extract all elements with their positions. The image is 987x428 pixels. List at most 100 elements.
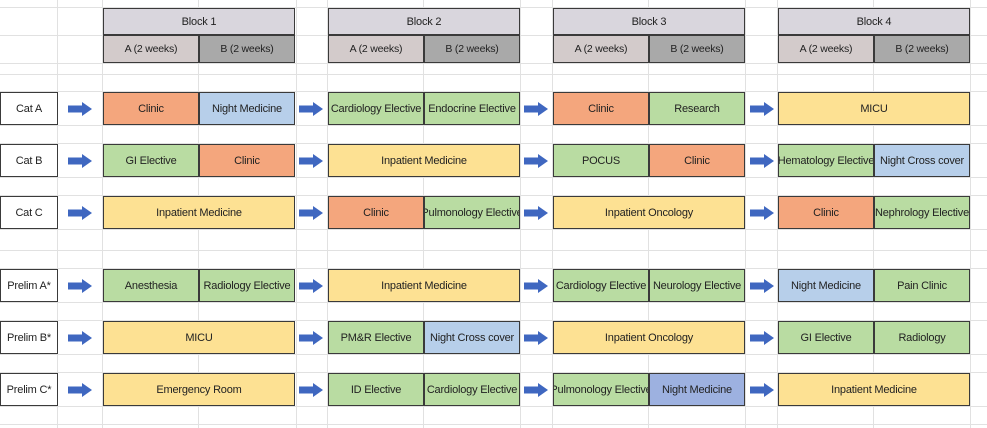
- arrow-right-icon: [750, 383, 774, 397]
- arrow-right-icon: [68, 102, 92, 116]
- rotation-cat-a-block-1-b[interactable]: Night Medicine: [199, 92, 295, 125]
- block-header-2-text: Block 2: [406, 15, 442, 28]
- row-label-prelim-c[interactable]: Prelim C*: [0, 373, 58, 406]
- rotation-cat-b-block-3-b[interactable]: Clinic: [649, 144, 745, 177]
- rotation-prelim-b-block-4-a[interactable]: GI Elective: [778, 321, 874, 354]
- gridline-horizontal: [0, 63, 987, 64]
- rotation-prelim-a-block-3-b-text: Neurology Elective: [652, 279, 742, 292]
- rotation-prelim-a-block-4-a[interactable]: Night Medicine: [778, 269, 874, 302]
- arrow-right-icon: [299, 154, 323, 168]
- arrow-right-icon: [524, 154, 548, 168]
- arrow-right-icon: [299, 383, 323, 397]
- rotation-prelim-c-block-3-a[interactable]: Pulmonology Elective: [553, 373, 649, 406]
- rotation-cat-c-block-3[interactable]: Inpatient Oncology: [553, 196, 745, 229]
- rotation-cat-b-block-1-a[interactable]: GI Elective: [103, 144, 199, 177]
- rotation-prelim-b-block-2-a[interactable]: PM&R Elective: [328, 321, 424, 354]
- rotation-cat-a-block-3-b[interactable]: Research: [649, 92, 745, 125]
- rotation-cat-a-block-1-a-text: Clinic: [138, 102, 164, 115]
- rotation-cat-b-block-3-a-text: POCUS: [581, 154, 621, 167]
- block-header-3[interactable]: Block 3: [553, 8, 745, 35]
- rotation-prelim-c-block-2-b-text: Cardiology Elective: [426, 383, 518, 396]
- rotation-cat-b-block-1-b-text: Clinic: [234, 154, 260, 167]
- rotation-prelim-a-block-3-a[interactable]: Cardiology Elective: [553, 269, 649, 302]
- block-2-sub-a-text: A (2 weeks): [349, 43, 403, 55]
- rotation-cat-a-block-1-a[interactable]: Clinic: [103, 92, 199, 125]
- gridline-horizontal: [0, 177, 987, 178]
- block-header-1[interactable]: Block 1: [103, 8, 295, 35]
- row-label-prelim-c-text: Prelim C*: [6, 383, 52, 396]
- block-1-sub-b[interactable]: B (2 weeks): [199, 35, 295, 63]
- gridline-vertical: [970, 0, 971, 428]
- rotation-cat-c-block-2-b[interactable]: Pulmonology Elective: [424, 196, 520, 229]
- rotation-prelim-b-block-2-a-text: PM&R Elective: [340, 331, 412, 344]
- block-2-sub-b[interactable]: B (2 weeks): [424, 35, 520, 63]
- row-label-prelim-b[interactable]: Prelim B*: [0, 321, 58, 354]
- rotation-prelim-b-block-3-text: Inpatient Oncology: [604, 331, 694, 344]
- gridline-vertical: [552, 0, 553, 428]
- rotation-cat-b-block-4-b[interactable]: Night Cross cover: [874, 144, 970, 177]
- rotation-prelim-a-block-3-b[interactable]: Neurology Elective: [649, 269, 745, 302]
- rotation-prelim-a-block-4-b-text: Pain Clinic: [897, 279, 947, 292]
- rotation-prelim-a-block-1-b[interactable]: Radiology Elective: [199, 269, 295, 302]
- gridline-vertical: [777, 0, 778, 428]
- gridline-horizontal: [0, 424, 987, 425]
- row-label-prelim-a[interactable]: Prelim A*: [0, 269, 58, 302]
- rotation-prelim-c-block-2-b[interactable]: Cardiology Elective: [424, 373, 520, 406]
- rotation-prelim-b-block-2-b[interactable]: Night Cross cover: [424, 321, 520, 354]
- rotation-cat-b-block-2[interactable]: Inpatient Medicine: [328, 144, 520, 177]
- rotation-prelim-c-block-3-a-text: Pulmonology Elective: [553, 383, 649, 396]
- arrow-right-icon: [750, 331, 774, 345]
- arrow-right-icon: [299, 102, 323, 116]
- block-3-sub-b-text: B (2 weeks): [670, 43, 724, 55]
- rotation-prelim-b-block-4-b[interactable]: Radiology: [874, 321, 970, 354]
- block-header-4-text: Block 4: [856, 15, 892, 28]
- block-1-sub-a[interactable]: A (2 weeks): [103, 35, 199, 63]
- rotation-cat-a-block-4-text: MICU: [860, 102, 888, 115]
- rotation-prelim-c-block-1[interactable]: Emergency Room: [103, 373, 295, 406]
- rotation-prelim-c-block-3-b-text: Night Medicine: [662, 383, 732, 396]
- block-3-sub-a[interactable]: A (2 weeks): [553, 35, 649, 63]
- block-3-sub-b[interactable]: B (2 weeks): [649, 35, 745, 63]
- rotation-cat-a-block-3-a[interactable]: Clinic: [553, 92, 649, 125]
- row-label-cat-c-text: Cat C: [15, 206, 43, 219]
- gridline-horizontal: [0, 268, 987, 269]
- rotation-prelim-b-block-2-b-text: Night Cross cover: [429, 331, 514, 344]
- rotation-cat-c-block-2-a[interactable]: Clinic: [328, 196, 424, 229]
- rotation-cat-a-block-4[interactable]: MICU: [778, 92, 970, 125]
- rotation-prelim-a-block-2[interactable]: Inpatient Medicine: [328, 269, 520, 302]
- row-label-cat-b[interactable]: Cat B: [0, 144, 58, 177]
- rotation-prelim-c-block-4-text: Inpatient Medicine: [831, 383, 917, 396]
- rotation-cat-a-block-2-b[interactable]: Endocrine Elective: [424, 92, 520, 125]
- arrow-right-icon: [750, 206, 774, 220]
- rotation-cat-b-block-3-a[interactable]: POCUS: [553, 144, 649, 177]
- block-2-sub-b-text: B (2 weeks): [445, 43, 499, 55]
- rotation-prelim-c-block-2-a[interactable]: ID Elective: [328, 373, 424, 406]
- block-header-2[interactable]: Block 2: [328, 8, 520, 35]
- row-label-cat-c[interactable]: Cat C: [0, 196, 58, 229]
- block-2-sub-a[interactable]: A (2 weeks): [328, 35, 424, 63]
- rotation-cat-c-block-4-b[interactable]: Nephrology Elective: [874, 196, 970, 229]
- rotation-cat-b-block-4-a[interactable]: Hematology Elective: [778, 144, 874, 177]
- rotation-prelim-b-block-1[interactable]: MICU: [103, 321, 295, 354]
- rotation-prelim-a-block-1-a[interactable]: Anesthesia: [103, 269, 199, 302]
- gridline-horizontal: [0, 7, 987, 8]
- block-4-sub-a[interactable]: A (2 weeks): [778, 35, 874, 63]
- block-header-4[interactable]: Block 4: [778, 8, 970, 35]
- block-4-sub-b[interactable]: B (2 weeks): [874, 35, 970, 63]
- rotation-cat-c-block-2-b-text: Pulmonology Elective: [424, 206, 520, 219]
- rotation-cat-b-block-1-b[interactable]: Clinic: [199, 144, 295, 177]
- rotation-prelim-c-block-3-b[interactable]: Night Medicine: [649, 373, 745, 406]
- arrow-right-icon: [524, 102, 548, 116]
- arrow-right-icon: [299, 279, 323, 293]
- gridline-horizontal: [0, 195, 987, 196]
- rotation-prelim-a-block-4-b[interactable]: Pain Clinic: [874, 269, 970, 302]
- rotation-cat-a-block-2-a[interactable]: Cardiology Elective: [328, 92, 424, 125]
- rotation-prelim-a-block-3-a-text: Cardiology Elective: [555, 279, 647, 292]
- rotation-cat-c-block-1[interactable]: Inpatient Medicine: [103, 196, 295, 229]
- rotation-prelim-c-block-4[interactable]: Inpatient Medicine: [778, 373, 970, 406]
- rotation-prelim-b-block-1-text: MICU: [185, 331, 213, 344]
- rotation-prelim-b-block-3[interactable]: Inpatient Oncology: [553, 321, 745, 354]
- rotation-cat-c-block-4-a[interactable]: Clinic: [778, 196, 874, 229]
- row-label-cat-a[interactable]: Cat A: [0, 92, 58, 125]
